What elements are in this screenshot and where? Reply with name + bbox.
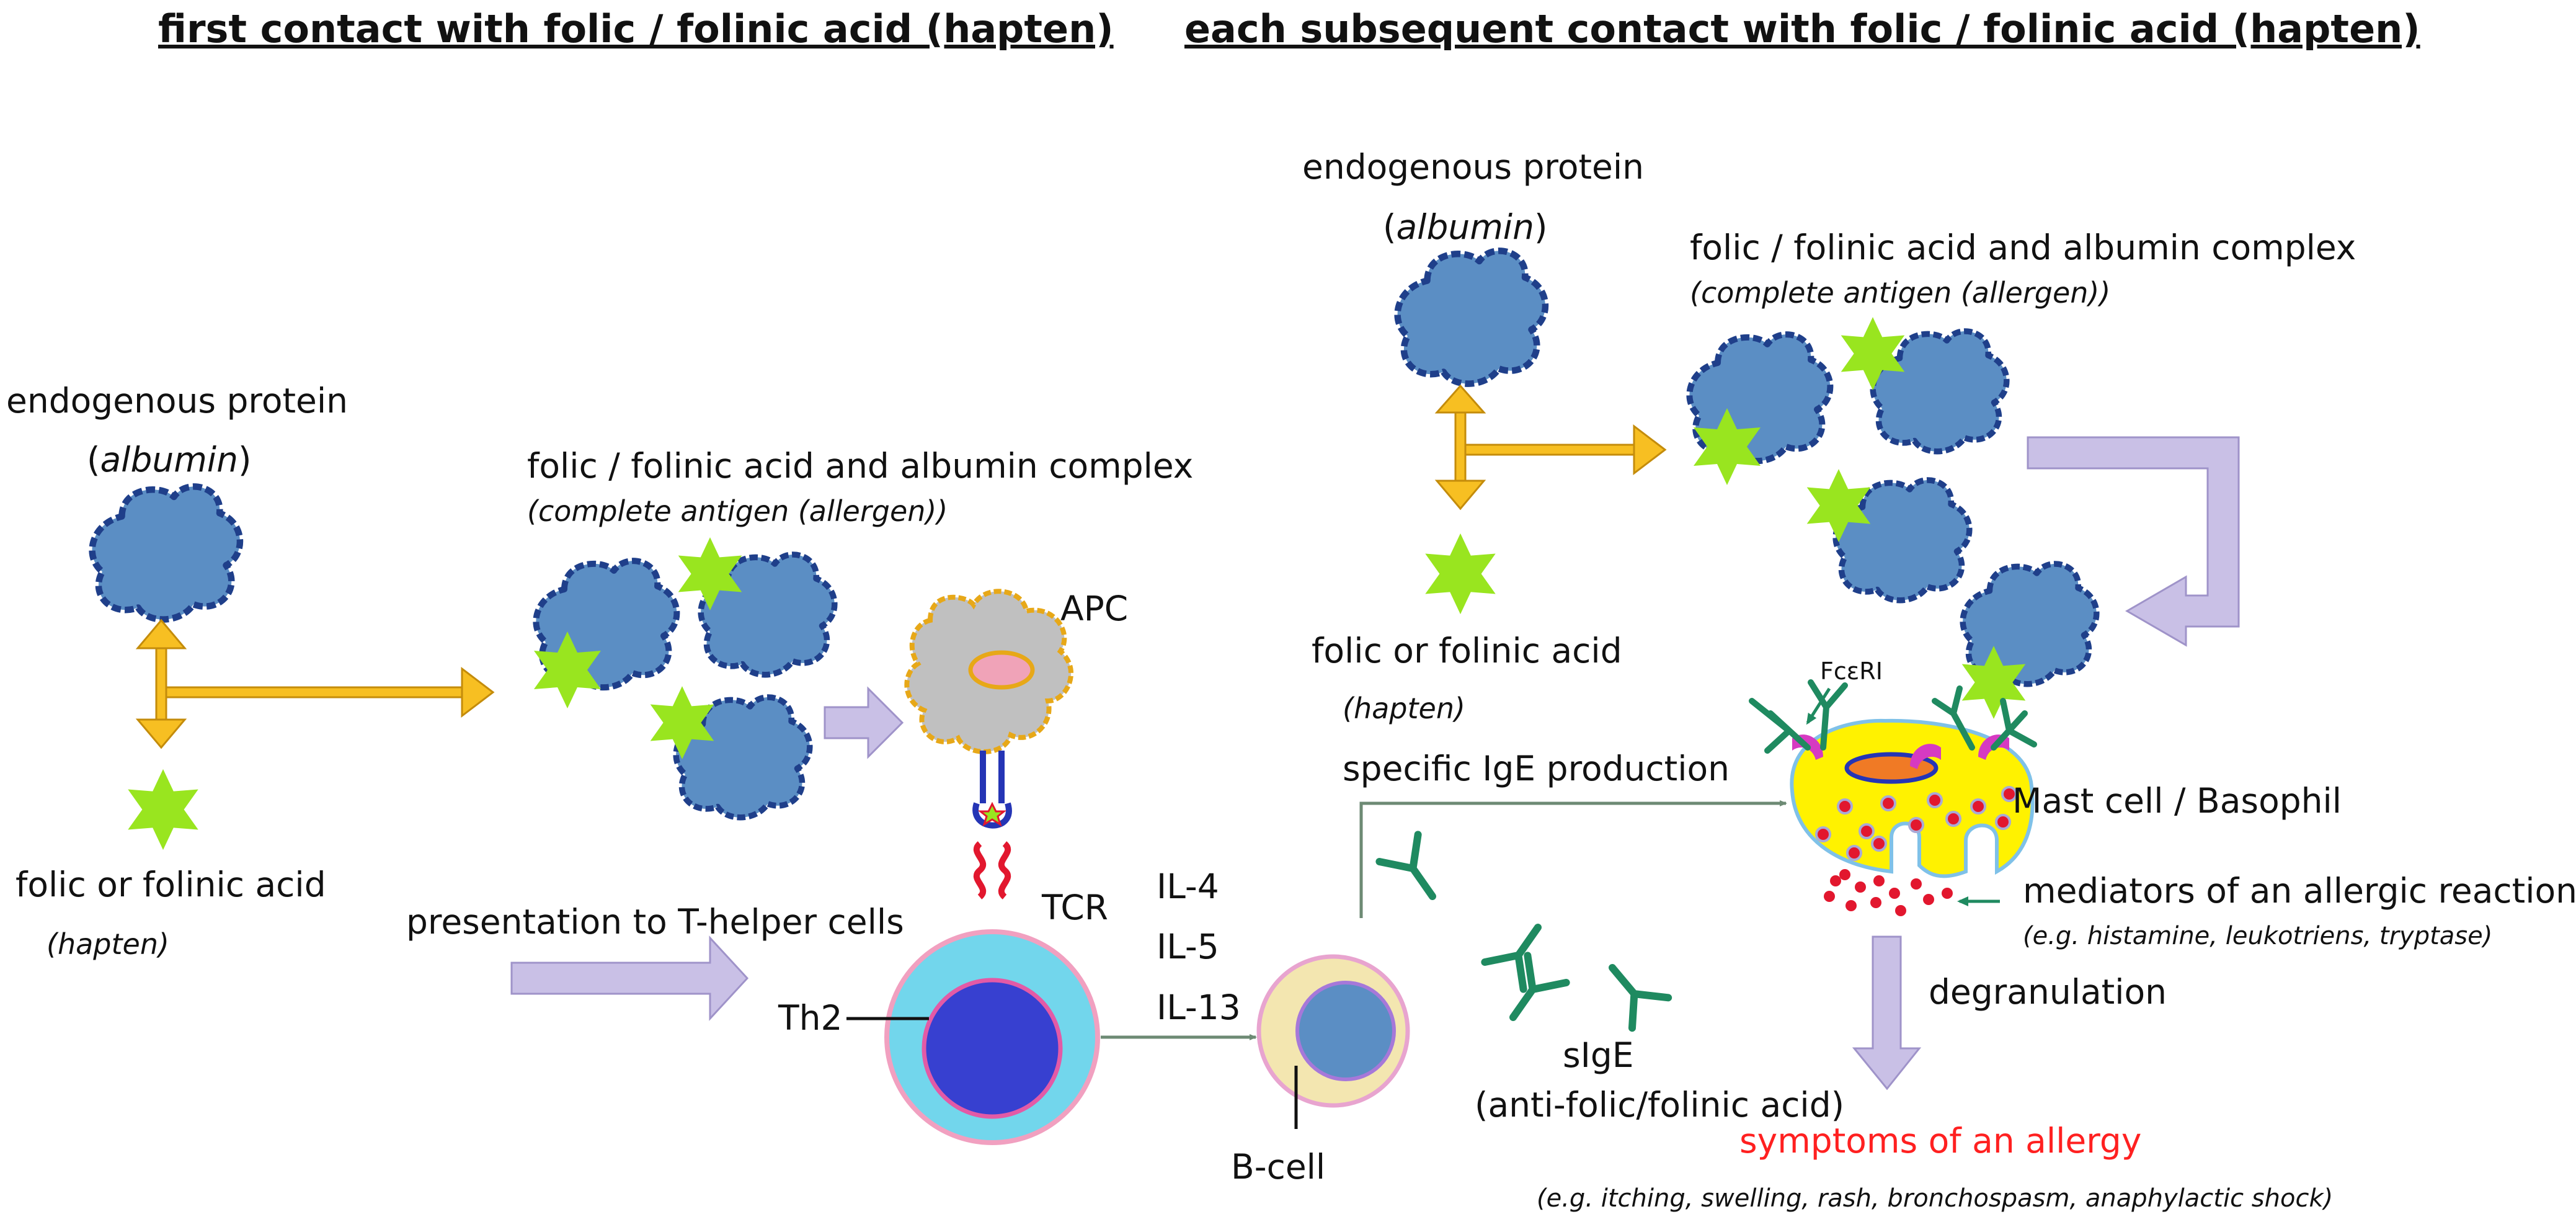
- receptor-pointer: [1806, 687, 1831, 725]
- first-hapten-label: folic or folinic acid: [16, 865, 326, 904]
- th2-nucleus: [922, 978, 1063, 1119]
- first-allergen-complex: [534, 537, 835, 818]
- presentation-arrow-icon: [510, 935, 749, 1021]
- degranulation-arrow-icon: [1852, 935, 1922, 1091]
- second-hapten-tag: (hapten): [1343, 692, 1465, 725]
- second-protein-name: (albumin): [1383, 207, 1547, 247]
- second-allergen-complex: [1689, 317, 2096, 719]
- ige-production-arrow: [1359, 800, 1787, 918]
- antibody-icon: [1379, 834, 1452, 909]
- apc-cell: [904, 589, 1074, 829]
- second-hapten-star-icon: [1425, 533, 1496, 615]
- sige-antibodies: [1379, 834, 1668, 1030]
- second-protein-label: endogenous protein: [1302, 147, 1644, 187]
- second-bidirectional-arrow-icon: [1434, 384, 1667, 511]
- apc-nucleus: [968, 650, 1035, 690]
- sige-label: sIgE: [1563, 1035, 1634, 1075]
- first-complex-sub: (complete antigen (allergen)): [527, 494, 948, 528]
- heading-first-contact: first contact with folic / folinic acid …: [158, 6, 1114, 51]
- second-hapten-label: folic or folinic acid: [1312, 631, 1622, 671]
- first-protein-name: (albumin): [87, 440, 251, 480]
- first-complex-label: folic / folinic acid and albumin complex: [527, 446, 1193, 486]
- bound-ige: [1749, 679, 2037, 754]
- antibody-icon: [1594, 953, 1668, 1028]
- symptoms-examples: (e.g. itching, swelling, rash, bronchosp…: [1537, 1184, 2333, 1213]
- mediators-label: mediators of an allergic reaction: [2023, 871, 2576, 911]
- released-granules: [1824, 869, 1953, 916]
- interleukin-il13: IL-13: [1157, 988, 1241, 1027]
- complex-to-mast-cell-arrow-icon: [2027, 436, 2240, 647]
- second-complex-label: folic / folinic acid and albumin complex: [1690, 228, 2356, 267]
- first-hapten-star-icon: [128, 769, 198, 850]
- first-albumin-icon: [92, 486, 240, 619]
- tcr-label: TCR: [1041, 888, 1108, 927]
- symptoms-label: symptoms of an allergy: [1739, 1121, 2141, 1161]
- ige-production-label: specific IgE production: [1343, 749, 1730, 788]
- mast-cell-label: Mast cell / Basophil: [2012, 781, 2342, 821]
- first-protein-label: endogenous protein: [6, 381, 348, 421]
- first-hapten-tag: (hapten): [47, 927, 169, 961]
- presented-antigen-icon: [977, 801, 1007, 827]
- degranulation-label: degranulation: [1929, 972, 2167, 1012]
- second-complex-sub: (complete antigen (allergen)): [1690, 276, 2110, 310]
- first-bidirectional-arrow-icon: [135, 618, 495, 749]
- th2-label: Th2: [778, 998, 842, 1038]
- antibody-icon: [1485, 914, 1557, 989]
- granules: [1815, 786, 2017, 861]
- antibody-icon: [1494, 955, 1566, 1030]
- complex-to-apc-arrow-icon: [824, 686, 904, 759]
- b-cell: [1256, 954, 1410, 1108]
- sige-sub: (anti-folic/folinic acid): [1475, 1085, 1844, 1125]
- presentation-label: presentation to T-helper cells: [406, 902, 904, 942]
- interleukin-il4: IL-4: [1157, 867, 1219, 906]
- apc-label: APC: [1060, 589, 1128, 628]
- receptor-label: FcεRI: [1820, 658, 1883, 685]
- mediators-examples: (e.g. histamine, leukotriens, tryptase): [2023, 922, 2492, 950]
- second-albumin-icon: [1398, 251, 1545, 383]
- tcr-receptor-icon: [973, 841, 1011, 899]
- heading-subsequent-contact: each subsequent contact with folic / fol…: [1184, 6, 2420, 51]
- th2-cell: [884, 929, 1100, 1145]
- interleukin-il5: IL-5: [1157, 927, 1219, 966]
- mast-cell: [1749, 679, 2037, 916]
- b-cell-label: B-cell: [1231, 1147, 1325, 1187]
- b-cell-nucleus: [1295, 981, 1396, 1081]
